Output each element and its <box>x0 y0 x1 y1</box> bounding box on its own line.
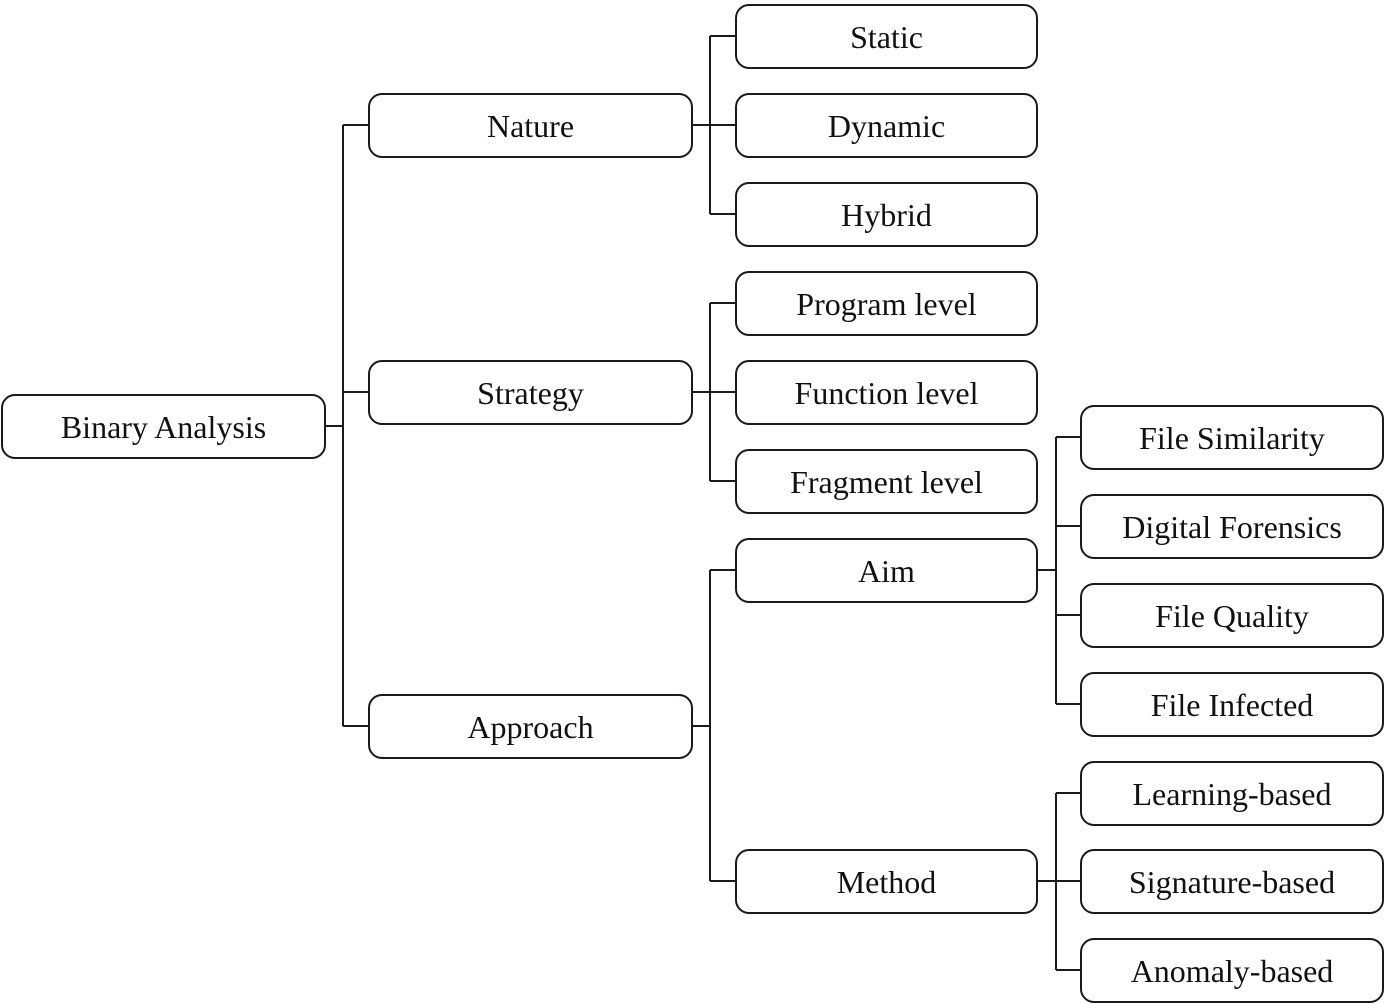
node-file-similarity: File Similarity <box>1080 405 1384 470</box>
node-label: Learning-based <box>1132 775 1332 812</box>
node-label: Dynamic <box>827 107 946 144</box>
node-approach: Approach <box>368 694 693 759</box>
node-aim: Aim <box>735 538 1038 603</box>
node-dynamic: Dynamic <box>735 93 1038 158</box>
node-file-quality: File Quality <box>1080 583 1384 648</box>
node-anomaly-based: Anomaly-based <box>1080 938 1384 1003</box>
node-hybrid: Hybrid <box>735 182 1038 247</box>
node-learning-based: Learning-based <box>1080 761 1384 826</box>
node-label: Approach <box>467 708 594 745</box>
node-strategy: Strategy <box>368 360 693 425</box>
node-label: Hybrid <box>841 196 932 233</box>
node-static: Static <box>735 4 1038 69</box>
node-method: Method <box>735 849 1038 914</box>
node-label: Digital Forensics <box>1122 508 1342 545</box>
node-program-level: Program level <box>735 271 1038 336</box>
node-label: Aim <box>858 552 915 589</box>
node-function-level: Function level <box>735 360 1038 425</box>
node-fragment-level: Fragment level <box>735 449 1038 514</box>
node-label: File Infected <box>1150 686 1314 723</box>
node-label: Fragment level <box>790 463 983 500</box>
node-file-infected: File Infected <box>1080 672 1384 737</box>
node-label: Method <box>836 863 937 900</box>
node-label: Nature <box>486 107 575 144</box>
node-label: Strategy <box>477 374 584 411</box>
node-label: Signature-based <box>1128 863 1336 900</box>
node-nature: Nature <box>368 93 693 158</box>
node-label: Function level <box>794 374 979 411</box>
node-label: Binary Analysis <box>60 408 267 445</box>
node-label: Static <box>850 18 923 55</box>
node-label: File Quality <box>1155 597 1309 634</box>
node-label: Anomaly-based <box>1130 952 1334 989</box>
node-digital-forensics: Digital Forensics <box>1080 494 1384 559</box>
node-binary-analysis: Binary Analysis <box>1 394 326 459</box>
node-label: Program level <box>796 285 977 322</box>
node-signature-based: Signature-based <box>1080 849 1384 914</box>
node-label: File Similarity <box>1139 419 1325 456</box>
